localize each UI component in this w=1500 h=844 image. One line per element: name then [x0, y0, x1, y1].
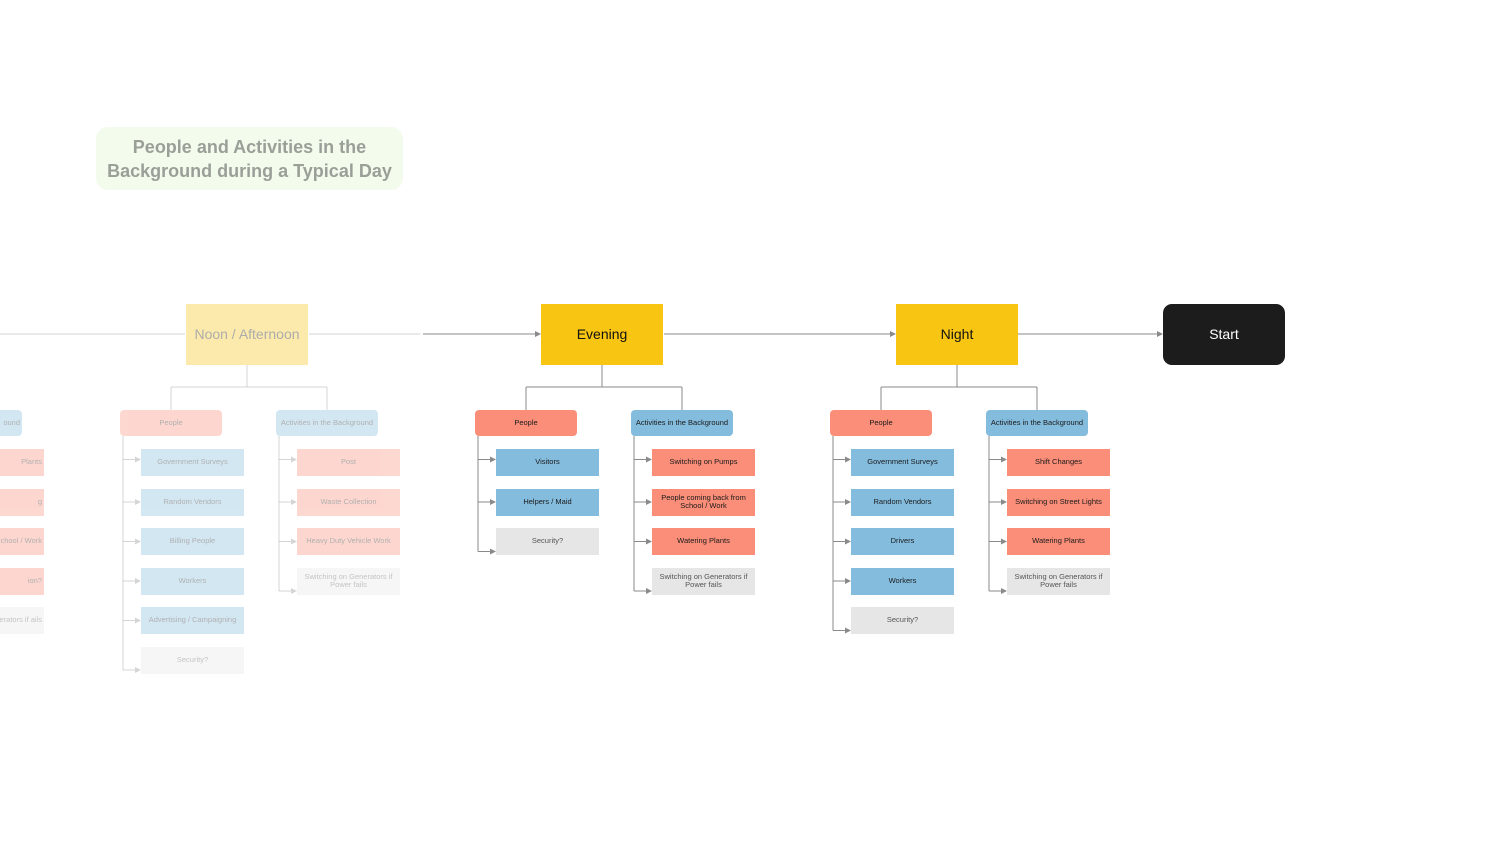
- activities-item-evening-0: Switching on Pumps: [652, 449, 755, 476]
- activities-item-night-1: Switching on Street Lights: [1007, 488, 1110, 516]
- people-item-night-1: Random Vendors: [851, 488, 954, 516]
- activities-item-partial-0: Plants: [0, 449, 44, 476]
- activities-item-evening-3: Switching on Generators if Power fails: [652, 567, 755, 595]
- people-header-night: People: [830, 410, 932, 436]
- activities-item-noon-afternoon-2: Heavy Duty Vehicle Work: [297, 528, 400, 555]
- diagram-title: People and Activities in the Background …: [96, 127, 403, 190]
- people-header-evening: People: [475, 410, 577, 436]
- activities-header-night: Activities in the Background: [986, 410, 1088, 436]
- activities-item-night-3: Switching on Generators if Power fails: [1007, 567, 1110, 595]
- people-item-noon-afternoon-3: Workers: [141, 567, 244, 595]
- activities-item-partial-3: ion?: [0, 567, 44, 595]
- time-node-evening: Evening: [541, 304, 663, 365]
- people-item-noon-afternoon-5: Security?: [141, 646, 244, 674]
- activities-header-noon-afternoon: Activities in the Background: [276, 410, 378, 436]
- activities-item-evening-1: People coming back from School / Work: [652, 488, 755, 516]
- time-node-noon-afternoon: Noon / Afternoon: [186, 304, 308, 365]
- people-item-night-3: Workers: [851, 567, 954, 595]
- activities-item-night-2: Watering Plants: [1007, 528, 1110, 555]
- people-item-noon-afternoon-2: Billing People: [141, 528, 244, 555]
- people-item-night-2: Drivers: [851, 528, 954, 555]
- people-item-evening-0: Visitors: [496, 449, 599, 476]
- activities-item-partial-4: enerators if ails: [0, 607, 44, 634]
- activities-header-evening: Activities in the Background: [631, 410, 733, 436]
- activities-item-partial-2: chool / Work: [0, 528, 44, 555]
- activities-item-noon-afternoon-3: Switching on Generators if Power fails: [297, 567, 400, 595]
- activities-item-night-0: Shift Changes: [1007, 449, 1110, 476]
- start-node: Start: [1163, 304, 1285, 365]
- activities-item-noon-afternoon-0: Post: [297, 449, 400, 476]
- people-item-night-0: Government Surveys: [851, 449, 954, 476]
- people-header-noon-afternoon: People: [120, 410, 222, 436]
- people-item-noon-afternoon-1: Random Vendors: [141, 488, 244, 516]
- time-node-night: Night: [896, 304, 1018, 365]
- activities-header-partial: ound: [0, 410, 22, 436]
- activities-item-partial-1: g: [0, 488, 44, 516]
- people-item-noon-afternoon-0: Government Surveys: [141, 449, 244, 476]
- activities-item-noon-afternoon-1: Waste Collection: [297, 488, 400, 516]
- activities-item-evening-2: Watering Plants: [652, 528, 755, 555]
- people-item-noon-afternoon-4: Advertising / Campaigning: [141, 607, 244, 634]
- people-item-evening-1: Helpers / Maid: [496, 488, 599, 516]
- people-item-evening-2: Security?: [496, 528, 599, 555]
- people-item-night-4: Security?: [851, 607, 954, 634]
